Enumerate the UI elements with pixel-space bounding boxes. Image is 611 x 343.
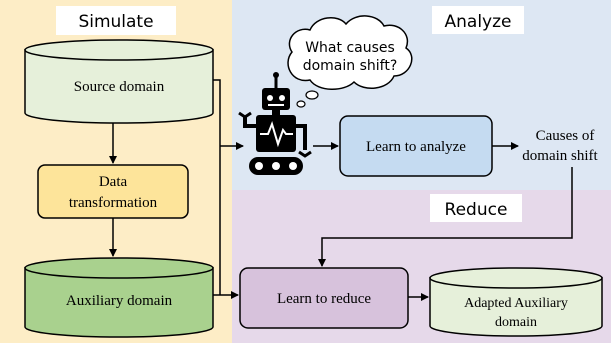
analyze-title-box (432, 6, 524, 34)
connector-source (213, 79, 221, 295)
source-domain-node: Source domain (24, 39, 214, 124)
adapted-auxiliary-label-line2: domain (495, 315, 537, 330)
learn-to-analyze-label: Learn to analyze (366, 139, 466, 155)
thought-bubble-line1: What causes (305, 40, 395, 56)
simulate-title: Simulate (78, 12, 153, 32)
simulate-title-box (56, 6, 176, 35)
arrow-causes-to-reduce (318, 167, 573, 267)
thought-bubble: What causes domain shift? (287, 15, 413, 108)
data-transformation-node: Data transformation (37, 164, 189, 219)
reduce-title: Reduce (445, 200, 508, 220)
learn-to-analyze-node: Learn to analyze (339, 115, 493, 177)
auxiliary-domain-label: Auxiliary domain (66, 293, 173, 309)
data-transformation-label-line1: Data (99, 174, 128, 190)
learn-to-reduce-node: Learn to reduce (239, 267, 409, 329)
reduce-title-box (430, 194, 522, 222)
source-domain-label: Source domain (74, 79, 165, 95)
robot-icon (238, 72, 312, 175)
data-transformation-label-line2: transformation (69, 195, 158, 211)
auxiliary-domain-node: Auxiliary domain (24, 257, 214, 338)
adapted-auxiliary-label-line1: Adapted Auxiliary (464, 296, 568, 311)
causes-label-line1: Causes of (536, 128, 595, 144)
adapted-auxiliary-domain-node: Adapted Auxiliary domain (429, 267, 603, 337)
analyze-title: Analyze (445, 12, 512, 32)
learn-to-reduce-label: Learn to reduce (277, 291, 371, 307)
causes-label-line2: domain shift (522, 148, 598, 164)
thought-bubble-line2: domain shift? (303, 58, 398, 74)
